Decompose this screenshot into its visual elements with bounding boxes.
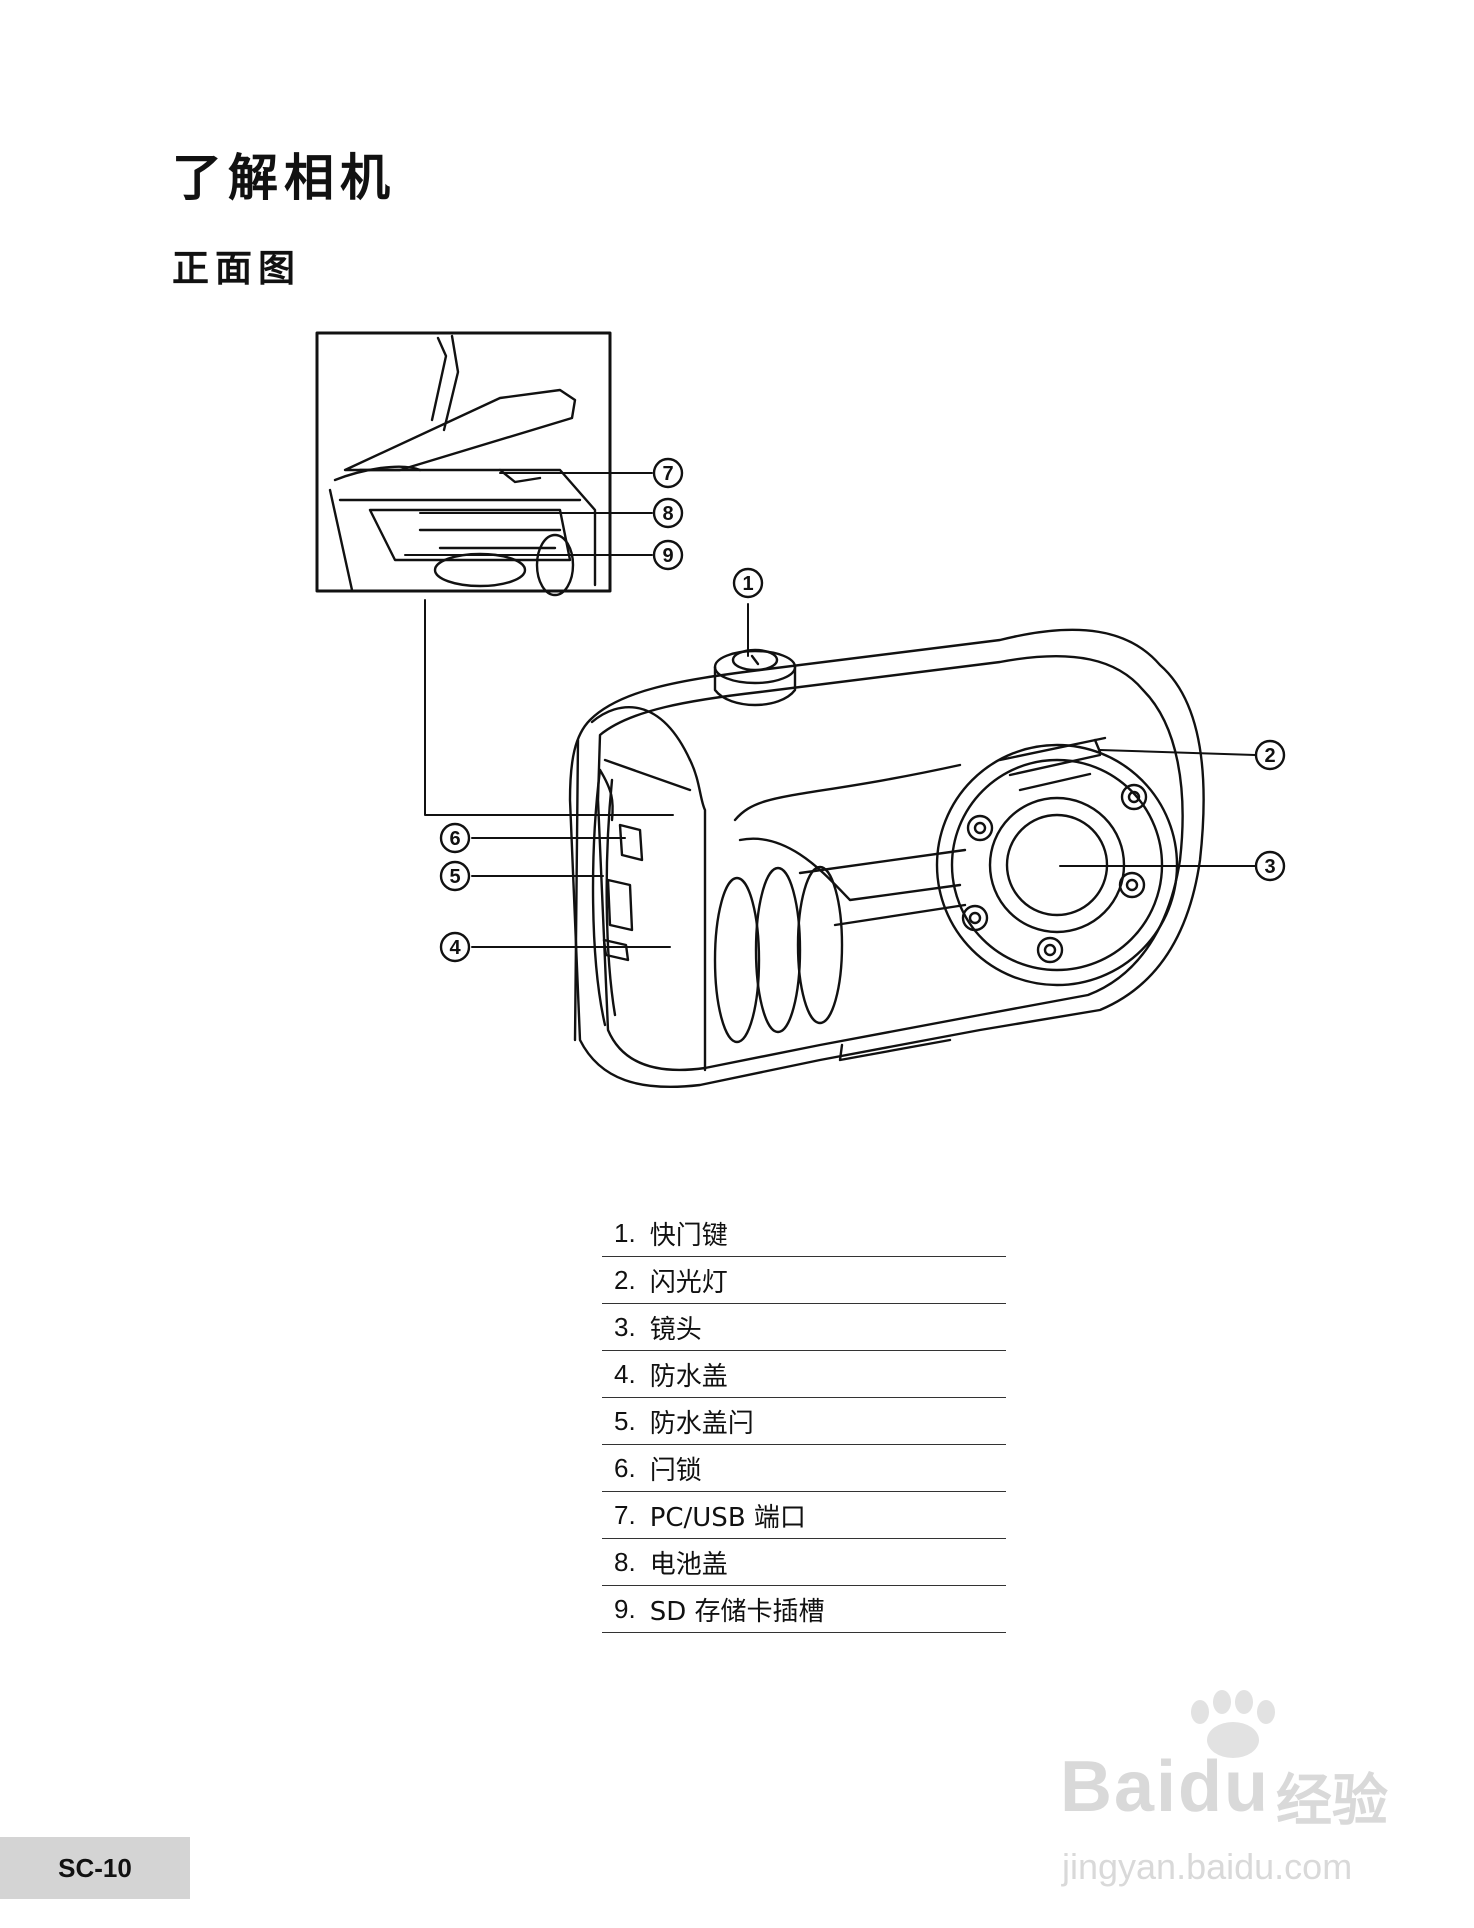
part-number: 9. [614, 1593, 636, 1624]
callout-4: 4 [449, 937, 461, 959]
list-item: 5. 防水盖闩 [602, 1398, 1006, 1445]
part-label: SD 存储卡插槽 [649, 1596, 825, 1627]
watermark-brand-cn: 经验 [1276, 1769, 1388, 1834]
baidu-watermark: Baidu 经验 jingyan.baidu.com [1040, 1690, 1440, 1920]
watermark-brand: Baidu [1060, 1747, 1271, 1827]
part-number: 6. [614, 1452, 636, 1483]
callout-4-circle [439, 931, 471, 963]
part-number: 8. [614, 1546, 636, 1577]
callout-9: 9 [662, 545, 673, 567]
part-label: 防水盖闩 [649, 1408, 754, 1439]
list-item: 7. PC/USB 端口 [602, 1492, 1006, 1539]
list-item: 8. 电池盖 [602, 1539, 1006, 1586]
callout-1-circle [732, 567, 764, 599]
paw-icon [1191, 1690, 1275, 1758]
part-number: 3. [614, 1311, 636, 1342]
part-number: 4. [614, 1358, 636, 1389]
callout-2: 2 [1264, 745, 1275, 767]
callout-1: 1 [742, 573, 753, 595]
list-item: 1. 快门键 [602, 1210, 1006, 1257]
inset-frame [315, 331, 612, 593]
list-item: 4. 防水盖 [602, 1351, 1006, 1398]
part-number: 7. [614, 1499, 636, 1530]
camera-front-diagram: 1 2 3 4 5 6 7 8 9 [315, 331, 1286, 1089]
callout-8: 8 [662, 503, 673, 525]
callout-5-circle [439, 860, 471, 892]
page-title: 了解相机 [172, 149, 396, 207]
callout-3: 3 [1264, 856, 1275, 878]
part-label: 镜头 [649, 1314, 702, 1345]
callout-6-circle [439, 822, 471, 854]
part-number: 5. [614, 1405, 636, 1436]
callout-5: 5 [449, 866, 460, 888]
page-number: SC-10 [0, 1837, 190, 1899]
part-number: 1. [614, 1217, 636, 1248]
list-item: 6. 闩锁 [602, 1445, 1006, 1492]
part-label: 防水盖 [649, 1361, 728, 1392]
list-item: 9. SD 存储卡插槽 [602, 1586, 1006, 1633]
part-label: 闪光灯 [649, 1267, 728, 1298]
callout-7: 7 [662, 463, 673, 485]
list-item: 3. 镜头 [602, 1304, 1006, 1351]
watermark-url: jingyan.baidu.com [1062, 1846, 1353, 1887]
callout-7-circle [652, 457, 684, 489]
callout-9-circle [652, 539, 684, 571]
part-number: 2. [614, 1264, 636, 1295]
section-title: 正面图 [172, 247, 301, 290]
callout-6: 6 [449, 828, 460, 850]
part-label: 电池盖 [649, 1549, 728, 1580]
list-item: 2. 闪光灯 [602, 1257, 1006, 1304]
callout-8-circle [652, 497, 684, 529]
part-label: PC/USB 端口 [649, 1502, 806, 1533]
callout-2-circle [1254, 739, 1286, 771]
callout-3-circle [1254, 850, 1286, 882]
camera-illustration: 1 2 3 4 5 6 7 8 9 [315, 331, 1286, 1089]
part-label: 闩锁 [649, 1455, 702, 1486]
parts-list: 1. 快门键 2. 闪光灯 3. 镜头 4. 防水盖 5. 防水盖闩 6. 闩锁 7. PC/… [602, 1210, 1006, 1633]
part-label: 快门键 [649, 1220, 728, 1251]
